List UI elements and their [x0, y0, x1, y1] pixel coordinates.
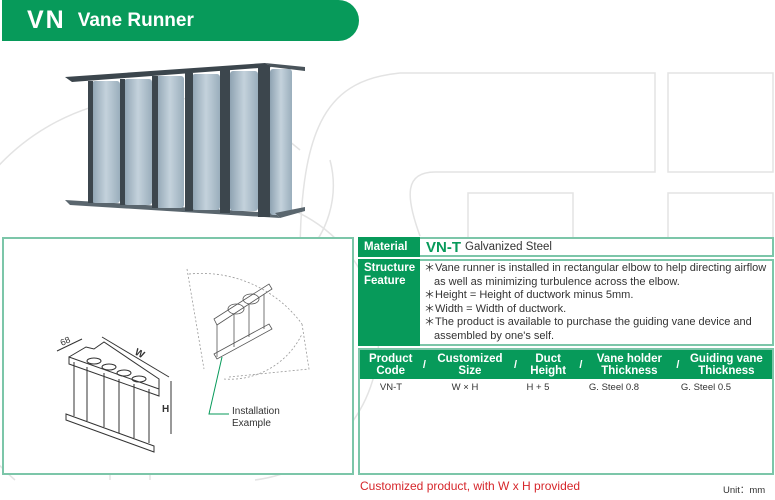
product-series-code: VN: [27, 6, 66, 34]
material-value: VN-T Galvanized Steel: [420, 237, 774, 257]
dimension-68: 68: [59, 335, 72, 348]
table-row: VN-T W × H H + 5 G. Steel 0.8 G. Steel 0…: [360, 379, 772, 395]
drawing-panel: 68 W H Installation Example: [2, 237, 354, 475]
dimension-drawing: 68 W H: [56, 268, 310, 453]
page-title: Vane Runner: [77, 9, 194, 31]
installation-example-label: Installation Example: [232, 406, 280, 430]
cell-duct-height: H + 5: [526, 381, 550, 393]
title-banner: VN Vane Runner: [2, 0, 359, 41]
feature-item: ＊Height = Height of ductwork minus 5mm.: [424, 289, 634, 301]
header-separator: /: [422, 358, 426, 371]
structure-feature-label: Structure Feature: [358, 259, 420, 346]
customization-note: Customized product, with W x H provided: [360, 479, 581, 493]
feature-item: ＊Width = Width of ductwork.: [424, 302, 567, 315]
material-product-code: VN-T: [426, 238, 461, 256]
header-separator: /: [579, 358, 583, 371]
header-separator: /: [513, 358, 518, 371]
cell-customized-size: W × H: [451, 381, 479, 393]
header-separator: /: [676, 358, 680, 371]
cell-guiding-vane-thickness: G. Steel 0.5: [680, 381, 732, 393]
material-name: Galvanized Steel: [465, 241, 552, 253]
dimension-h: H: [162, 404, 169, 415]
feature-item: ＊The product is available to purchase th…: [424, 316, 752, 342]
structure-feature-row: Structure Feature ＊Vane runner is instal…: [358, 259, 774, 346]
vane-runner-product-image: [65, 63, 305, 218]
material-label: Material: [358, 237, 420, 257]
structure-label-line1: Structure: [364, 262, 416, 274]
dimension-w: W: [133, 347, 147, 361]
cell-vane-holder-thickness: G. Steel 0.8: [588, 381, 640, 393]
unit-label: Unit：mm: [723, 485, 766, 496]
feature-list: ＊Vane runner is installed in rectangular…: [420, 259, 774, 346]
feature-item: ＊Vane runner is installed in rectangular…: [424, 262, 767, 288]
structure-label-line2: Feature: [364, 275, 406, 287]
install-label-line1: Installation: [232, 406, 280, 417]
install-label-line2: Example: [232, 418, 271, 429]
cell-product-code: VN-T: [379, 381, 403, 393]
material-row: Material VN-T Galvanized Steel: [358, 237, 774, 257]
